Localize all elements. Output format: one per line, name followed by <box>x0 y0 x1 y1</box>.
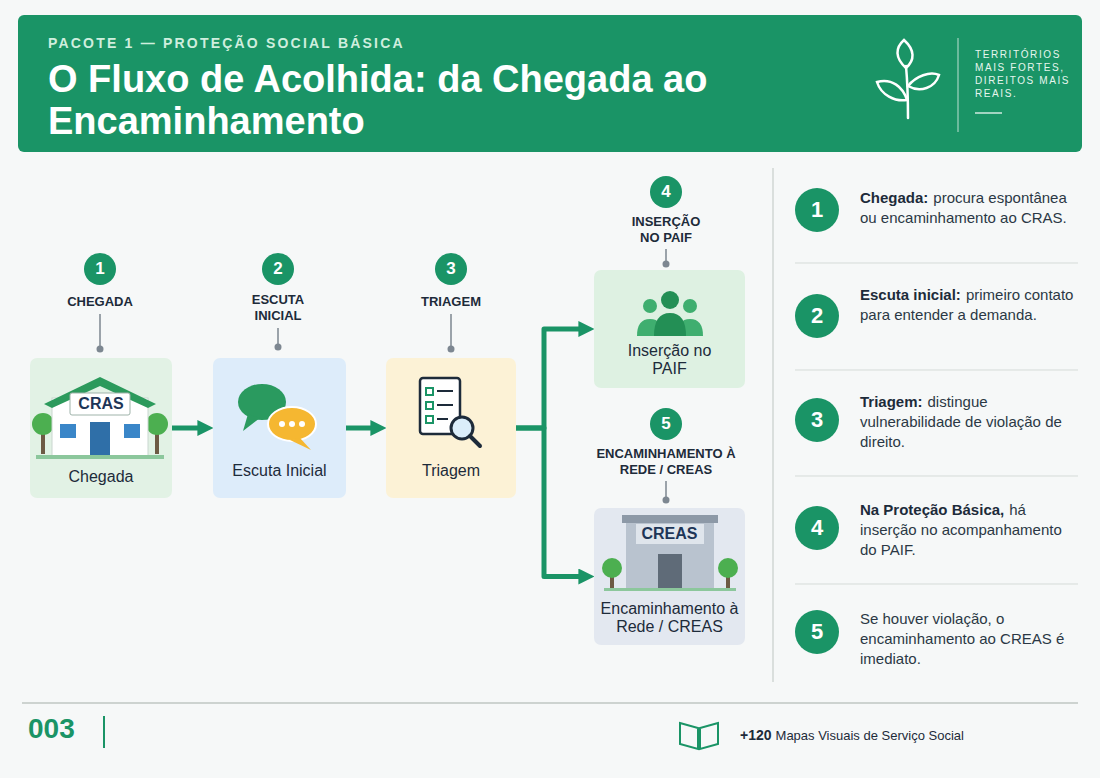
callout-number: 1 <box>84 253 116 285</box>
separator <box>795 584 1078 585</box>
step-caption: ESCUTA INICIAL <box>233 292 323 324</box>
step-label: Triagem <box>391 462 511 480</box>
flow-arrow <box>516 428 588 577</box>
page-title: O Fluxo de Acolhida: da Chegada ao Encam… <box>48 58 808 142</box>
header-kicker: PACOTE 1 — PROTEÇÃO SOCIAL BÁSICA <box>48 34 688 52</box>
footer-bar <box>103 716 105 748</box>
callout-number: 2 <box>262 253 294 285</box>
leaf <box>877 81 907 100</box>
flow-arrow <box>516 329 588 428</box>
leader-line <box>665 249 667 262</box>
list-item: Na Proteção Básica,há inserção no acompa… <box>860 500 1075 560</box>
page-number: 003 <box>28 713 102 745</box>
panel-divider <box>772 168 774 682</box>
callout-number: 4 <box>650 176 682 208</box>
leaf-stem <box>906 66 908 118</box>
leader-line <box>99 314 101 347</box>
list-item: Chegada:procura espontânea ou encaminham… <box>860 188 1075 228</box>
sign-text: CREAS <box>635 524 705 544</box>
item-heading: Escuta inicial: <box>860 286 961 303</box>
list-number: 2 <box>795 294 839 338</box>
flow-arrow <box>172 426 207 431</box>
item-heading: Na Proteção Básica, <box>860 501 1004 518</box>
list-number: 1 <box>795 188 839 232</box>
leaf <box>897 40 912 68</box>
divider-line <box>957 38 958 132</box>
leader-dot <box>275 344 282 351</box>
step-caption: ENCAMINHAMENTO À REDE / CREAS <box>591 446 741 478</box>
list-number: 4 <box>795 506 839 550</box>
leader-dot <box>448 346 455 353</box>
step-caption: TRIAGEM <box>386 294 516 310</box>
list-text: Se houver violação, o encaminhamento ao … <box>860 609 1075 669</box>
separator <box>795 476 1078 477</box>
item-heading: Triagem: <box>860 393 923 410</box>
header-tagline: TERRITÓRIOS MAIS FORTES, DIREITOS MAIS R… <box>975 48 1073 100</box>
list-item: Escuta inicial:primeiro contato para ent… <box>860 285 1075 325</box>
leaf <box>908 74 939 90</box>
step-box: Triagem <box>386 358 516 498</box>
step-label: Chegada <box>36 468 166 486</box>
list-item: Triagem:distingue vulnerabilidade de vio… <box>860 392 1075 452</box>
separator <box>795 263 1078 264</box>
sign-text: CRAS <box>70 394 132 414</box>
step-box: Escuta Inicial <box>213 358 346 498</box>
step-box: CRAS Chegada <box>30 358 172 498</box>
step-caption: CHEGADA <box>35 294 165 310</box>
list-number: 3 <box>795 398 839 442</box>
flow-arrow <box>346 426 380 431</box>
leader-line <box>665 481 667 498</box>
step-caption: INSERÇÃO NO PAIF <box>621 214 711 246</box>
leader-dot <box>97 346 104 353</box>
step-label: Escuta Inicial <box>217 462 342 480</box>
leader-line <box>450 314 452 347</box>
list-item: +120 Mapas Visuais de Serviço Social <box>740 725 1060 746</box>
callout-number: 3 <box>435 253 467 285</box>
item-heading: Chegada: <box>860 189 928 206</box>
leader-line <box>277 328 279 345</box>
book-page <box>700 723 718 749</box>
separator <box>795 370 1078 371</box>
book-page <box>680 723 698 749</box>
list-number: 5 <box>795 610 839 654</box>
leader-dot <box>663 261 670 268</box>
underline <box>975 112 1002 113</box>
footer-rule <box>22 702 1078 704</box>
step-label: Encaminhamento à Rede / CREAS <box>597 600 742 636</box>
item-text: Mapas Visuais de Serviço Social <box>776 728 964 743</box>
callout-number: 5 <box>650 408 682 440</box>
step-label: Inserção no PAIF <box>620 342 720 378</box>
step-box: CREAS Encaminhamento à Rede / CREAS <box>594 508 745 645</box>
step-box: Inserção no PAIF <box>594 270 745 388</box>
item-heading: +120 <box>740 727 772 743</box>
leader-dot <box>663 497 670 504</box>
